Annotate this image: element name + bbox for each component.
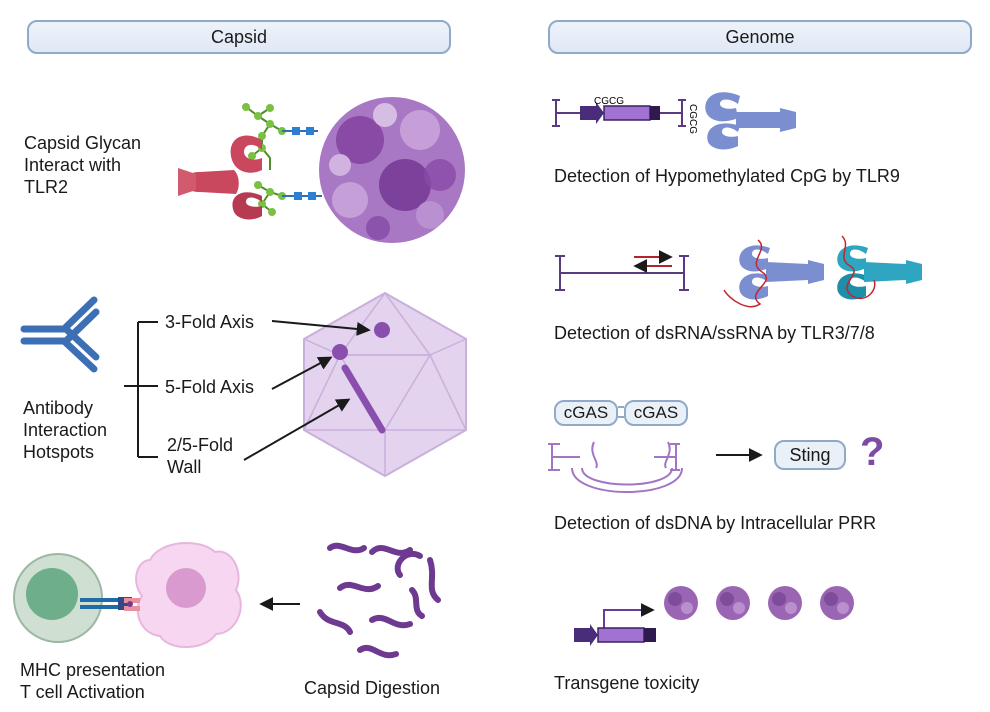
rna-strand-1-icon <box>723 239 768 308</box>
antibody-label-line-1: Antibody <box>23 398 94 418</box>
wall-label-line-1: 2/5-Fold <box>167 435 234 455</box>
cpg-motif-side: CGCG <box>687 104 698 134</box>
wall-marker <box>341 364 386 434</box>
cgas-label: Detection of dsDNA by Intracellular PRR <box>554 513 877 533</box>
tlr9-receptor-icon <box>705 92 796 150</box>
protein-products-icon <box>664 586 854 620</box>
sting-box: Sting <box>774 440 846 470</box>
antibody-label-line-2: Interaction <box>23 420 108 440</box>
aav-genome-icon-2 <box>555 255 689 291</box>
digestion-label: Capsid Digestion <box>304 678 441 698</box>
antibody-icon <box>20 296 100 373</box>
three-fold-arrow <box>271 320 371 336</box>
glycan-label-line-1: Capsid Glycan <box>24 133 142 153</box>
tlr378-label: Detection of dsRNA/ssRNA by TLR3/7/8 <box>554 323 875 343</box>
rna-strand-2-icon <box>841 235 876 300</box>
genome-header-text: Genome <box>725 26 795 47</box>
wall-label: 2/5-Fold Wall <box>167 434 233 478</box>
bracket-icon <box>124 321 158 458</box>
question-mark: ? <box>860 430 885 474</box>
capsid-header: Capsid <box>27 20 451 54</box>
cgas-box-left: cGAS <box>554 400 618 426</box>
glycan-label-line-2: Interact with <box>24 155 122 175</box>
glycan-chain-lower-icon <box>254 181 322 216</box>
mhc-label-line-1: MHC presentation <box>20 660 166 680</box>
mhc-label: MHC presentation T cell Activation <box>20 659 165 703</box>
cgas-right-text: cGAS <box>633 403 679 422</box>
mhc-tcr-complex-icon <box>80 597 140 611</box>
glycan-chain-upper-icon <box>242 103 318 170</box>
cgas-left-text: cGAS <box>563 403 609 422</box>
wall-arrow <box>243 398 351 461</box>
tlr3-receptor-icon <box>739 245 824 300</box>
five-fold-marker <box>332 344 348 360</box>
antibody-label: Antibody Interaction Hotspots <box>23 397 107 463</box>
three-fold-label: 3-Fold Axis <box>165 312 255 332</box>
cgas-link <box>618 406 624 408</box>
tlr2-receptor-icon <box>178 135 262 220</box>
five-fold-label: 5-Fold Axis <box>165 377 255 397</box>
mhc-label-line-2: T cell Activation <box>20 682 145 702</box>
sting-text: Sting <box>789 444 831 465</box>
transgene-label: Transgene toxicity <box>554 673 700 693</box>
three-fold-marker <box>374 322 390 338</box>
icosahedron-icon <box>303 291 467 478</box>
glycan-label-line-3: TLR2 <box>24 177 69 197</box>
cpg-motif-top: CGCG <box>594 96 624 107</box>
tlr78-receptor-icon <box>837 245 922 300</box>
transgene-cassette-icon <box>574 603 656 646</box>
antibody-label-line-3: Hotspots <box>23 442 95 462</box>
cgas-link-2 <box>618 416 624 418</box>
cgas-box-right: cGAS <box>624 400 688 426</box>
wall-label-line-2: Wall <box>167 457 202 477</box>
tlr9-label: Detection of Hypomethylated CpG by TLR9 <box>554 166 900 186</box>
genome-header: Genome <box>548 20 972 54</box>
glycan-label: Capsid Glycan Interact with TLR2 <box>24 132 141 198</box>
capsid-header-text: Capsid <box>210 26 268 47</box>
capsid-fragments-icon <box>317 542 441 659</box>
antigen-presenting-cell-icon <box>135 542 242 649</box>
five-fold-arrow <box>271 356 333 390</box>
t-cell-icon <box>13 553 103 643</box>
aav-genome-icon-1 <box>552 99 686 127</box>
cgas-dsdna-icon <box>548 441 683 493</box>
capsid-particle-icon <box>319 97 465 243</box>
